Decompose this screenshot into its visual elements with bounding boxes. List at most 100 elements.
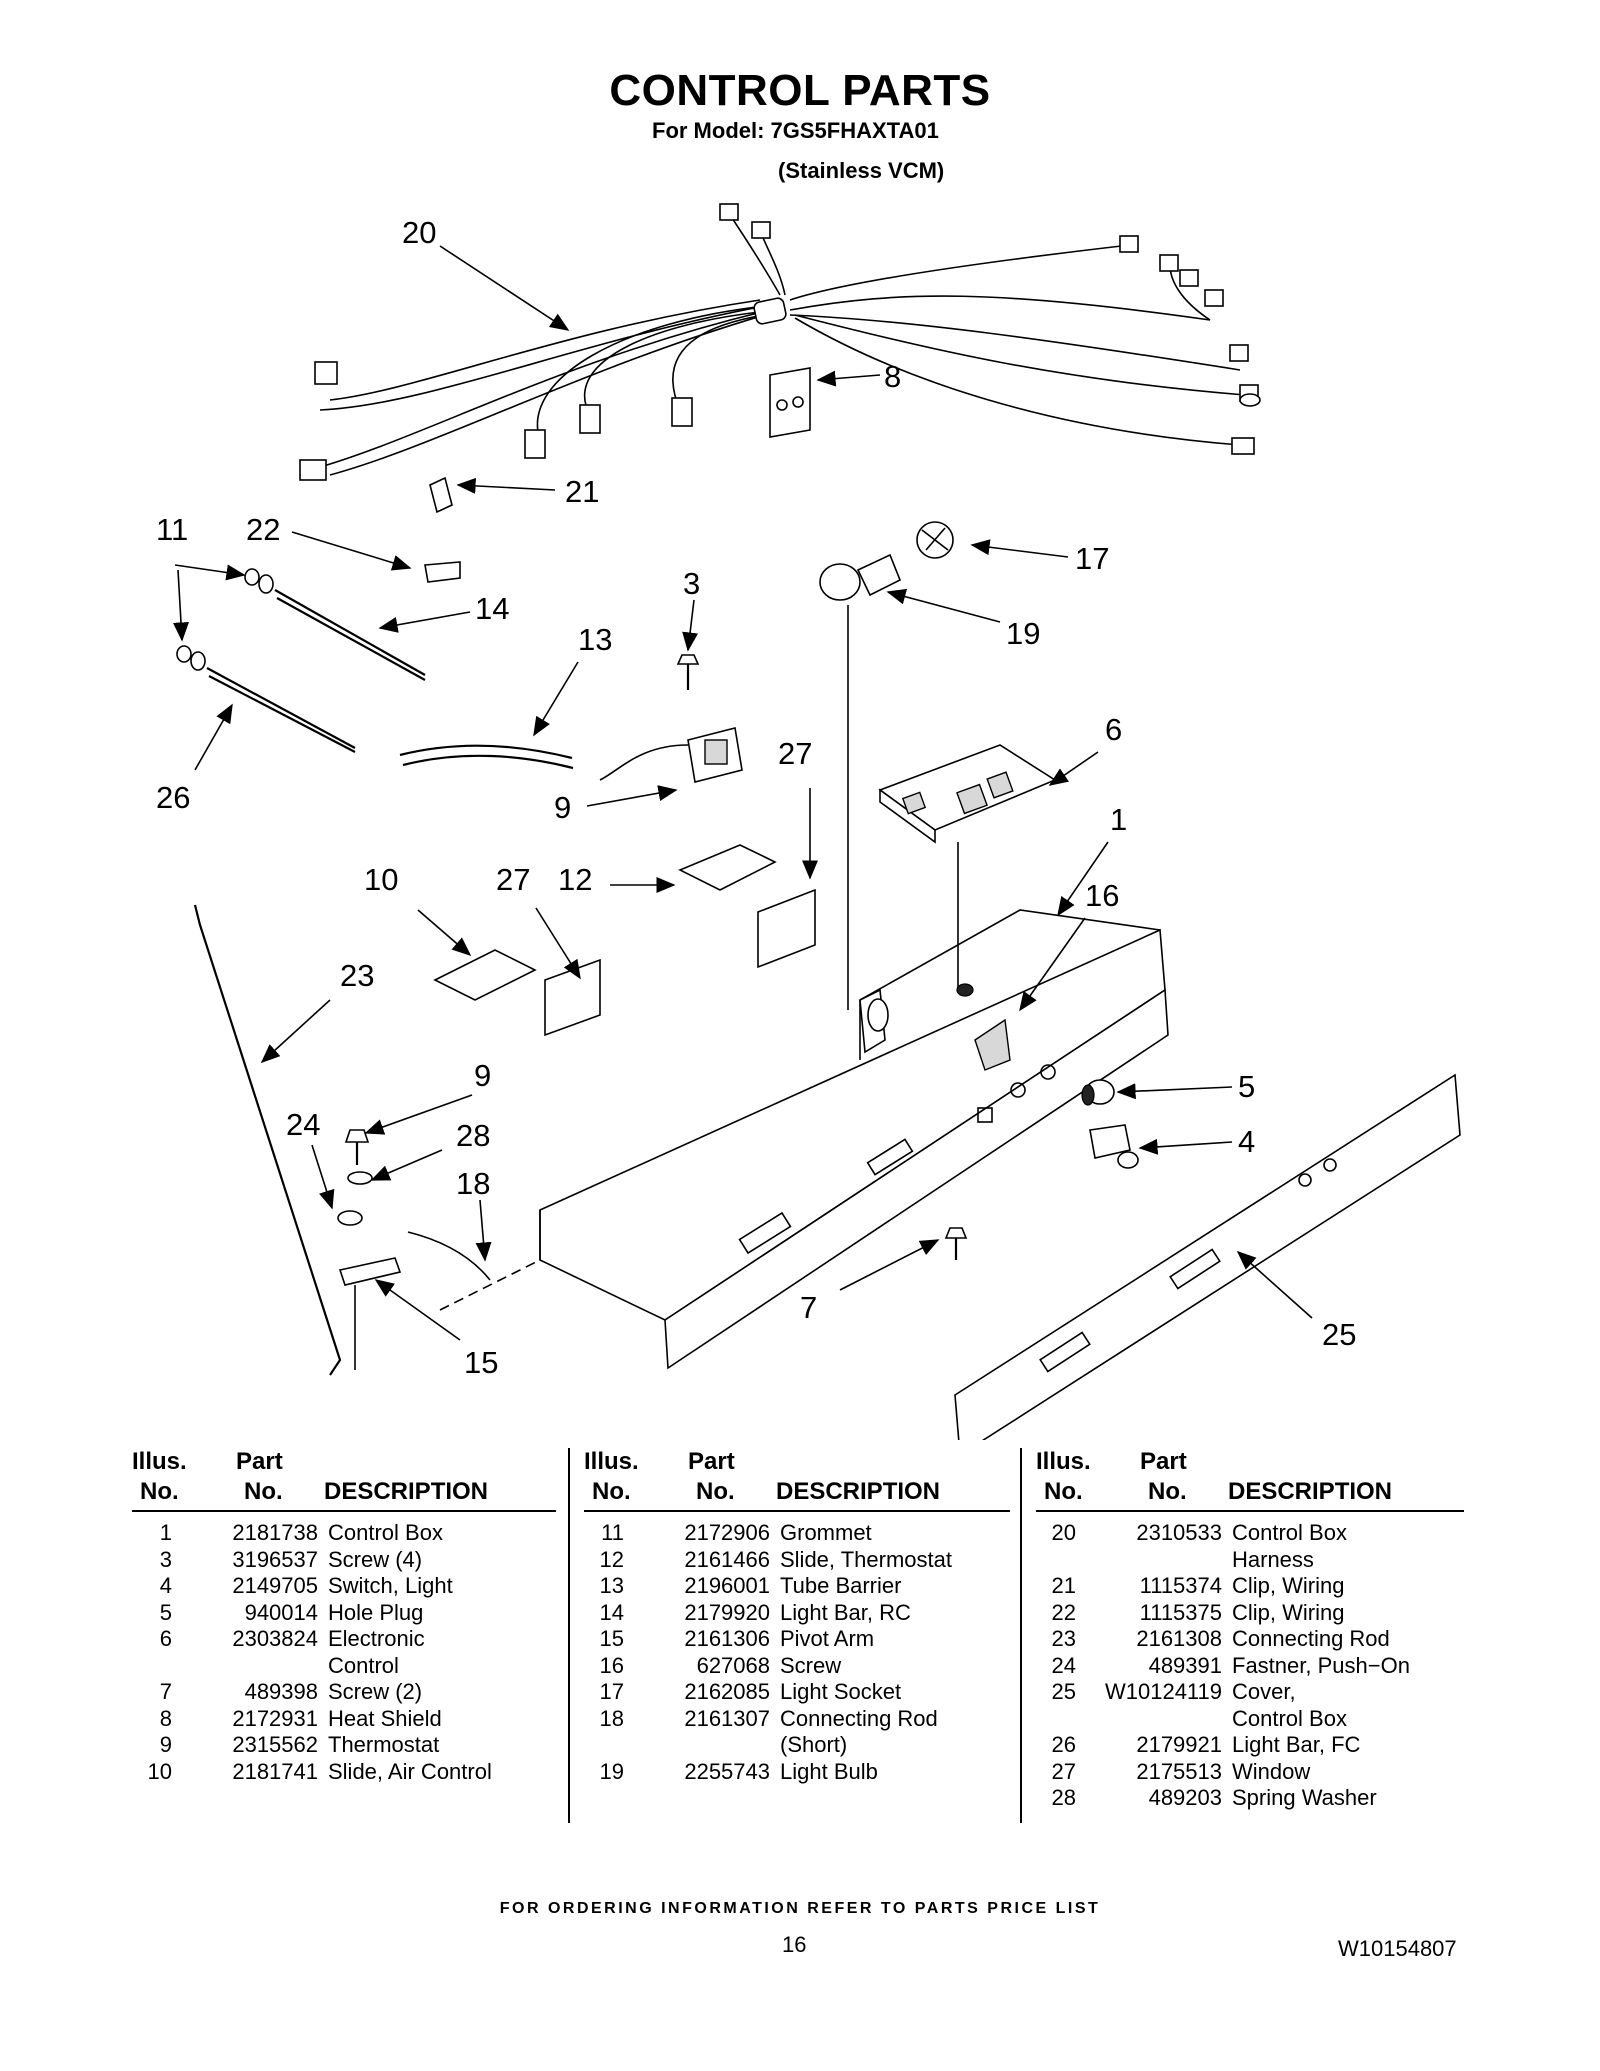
wiring-clip-22 — [424, 561, 461, 583]
illus-number: 18 — [599, 1705, 624, 1731]
part-description: Light Socket — [780, 1679, 902, 1704]
illus-number: 4 — [159, 1573, 172, 1598]
slide-thermostat — [678, 844, 777, 891]
callout-11: 11 — [156, 512, 188, 547]
part-description: Heat Shield — [328, 1705, 442, 1731]
callout-arrows — [173, 245, 1313, 1341]
illus-number: 10 — [147, 1758, 172, 1784]
part-number: 2172931 — [232, 1705, 318, 1731]
page-title: CONTROL PARTS — [609, 66, 991, 115]
part-description: Tube Barrier — [780, 1573, 902, 1598]
part-number: 2161307 — [684, 1705, 770, 1731]
table-row: 13 2196001 Tube Barrier — [584, 1573, 1010, 1600]
callout-labels: 20 8 21 11 22 14 3 17 13 19 27 6 26 9 1 … — [156, 215, 1356, 1380]
illus-number: 16 — [599, 1652, 624, 1678]
part-description: Harness — [1232, 1546, 1314, 1572]
callout-10: 10 — [364, 862, 398, 897]
part-description: Pivot Arm — [780, 1626, 875, 1651]
table-row: 16 627068 Screw — [584, 1653, 1010, 1680]
model-line: For Model: 7GS5FHAXTA01 — [652, 118, 939, 143]
page-number: 16 — [782, 1932, 807, 1957]
part-number: 940014 — [244, 1599, 318, 1625]
part-number: 2161466 — [684, 1546, 770, 1572]
light-switch — [1089, 1124, 1139, 1169]
wiring-clip-21 — [429, 476, 453, 514]
part-number: 2149705 — [232, 1573, 318, 1598]
ordering-note: FOR ORDERING INFORMATION REFER TO PARTS … — [499, 1900, 1101, 1917]
part-description: Connecting Rod — [1232, 1626, 1390, 1651]
illus-number: 1 — [159, 1520, 172, 1545]
screw-7 — [944, 1227, 968, 1260]
part-number: 2303824 — [232, 1626, 318, 1651]
part-description: Grommet — [780, 1520, 872, 1545]
illus-number: 7 — [159, 1679, 172, 1704]
part-description: Light Bulb — [780, 1758, 878, 1784]
document-number: W10154807 — [1338, 1936, 1457, 1961]
part-description: Spring Washer — [1232, 1785, 1377, 1810]
control-box-harness — [299, 203, 1261, 481]
window-right — [757, 888, 816, 969]
table-row: Harness — [1036, 1547, 1464, 1574]
part-description: Cover, — [1232, 1679, 1296, 1704]
column-divider — [1020, 1448, 1022, 1823]
part-number: 2175513 — [1136, 1758, 1222, 1784]
table-header: Illus. No. Part No. DESCRIPTION — [132, 1448, 556, 1512]
part-description: Screw — [780, 1652, 842, 1678]
illus-number: 22 — [1051, 1599, 1076, 1625]
illus-number: 9 — [159, 1732, 172, 1757]
part-description: Clip, Wiring — [1232, 1599, 1345, 1625]
part-description: Control Box — [328, 1520, 443, 1545]
callout-24: 24 — [286, 1107, 320, 1142]
exploded-parts-diagram: 20 8 21 11 22 14 3 17 13 19 27 6 26 9 1 … — [156, 203, 1461, 1440]
part-description: Slide, Air Control — [328, 1758, 492, 1784]
illus-number: 19 — [599, 1758, 624, 1784]
control-box — [539, 909, 1169, 1370]
part-description: Thermostat — [328, 1732, 440, 1757]
part-description: Slide, Thermostat — [780, 1546, 953, 1572]
callout-27-upper: 27 — [778, 736, 812, 771]
tube-barrier — [399, 744, 573, 760]
callout-3: 3 — [683, 566, 700, 601]
part-number: 2179920 — [684, 1599, 770, 1625]
illus-number: 13 — [599, 1573, 624, 1598]
part-number: 2162085 — [684, 1679, 770, 1704]
table-header: Illus. No. Part No. DESCRIPTION — [1036, 1448, 1464, 1512]
illus-number: 8 — [159, 1705, 172, 1731]
callout-6: 6 — [1105, 712, 1122, 747]
illus-number: 20 — [1051, 1520, 1076, 1545]
callout-15: 15 — [464, 1345, 498, 1380]
part-number: 627068 — [696, 1652, 770, 1678]
callout-17: 17 — [1075, 541, 1109, 576]
part-description: Electronic — [328, 1626, 425, 1651]
electronic-control-board — [878, 744, 1057, 990]
part-number: 2196001 — [684, 1573, 770, 1598]
callout-22: 22 — [246, 512, 280, 547]
part-description: Screw (2) — [328, 1679, 423, 1704]
part-description: Control Box — [1232, 1705, 1347, 1731]
part-number: W10124119 — [1104, 1679, 1222, 1704]
column-divider — [568, 1448, 570, 1823]
callout-1: 1 — [1110, 802, 1127, 837]
hole-plug — [1081, 1079, 1115, 1106]
illus-number: 26 — [1051, 1732, 1076, 1757]
part-number: 489203 — [1148, 1785, 1222, 1810]
part-description: Control — [328, 1652, 399, 1678]
